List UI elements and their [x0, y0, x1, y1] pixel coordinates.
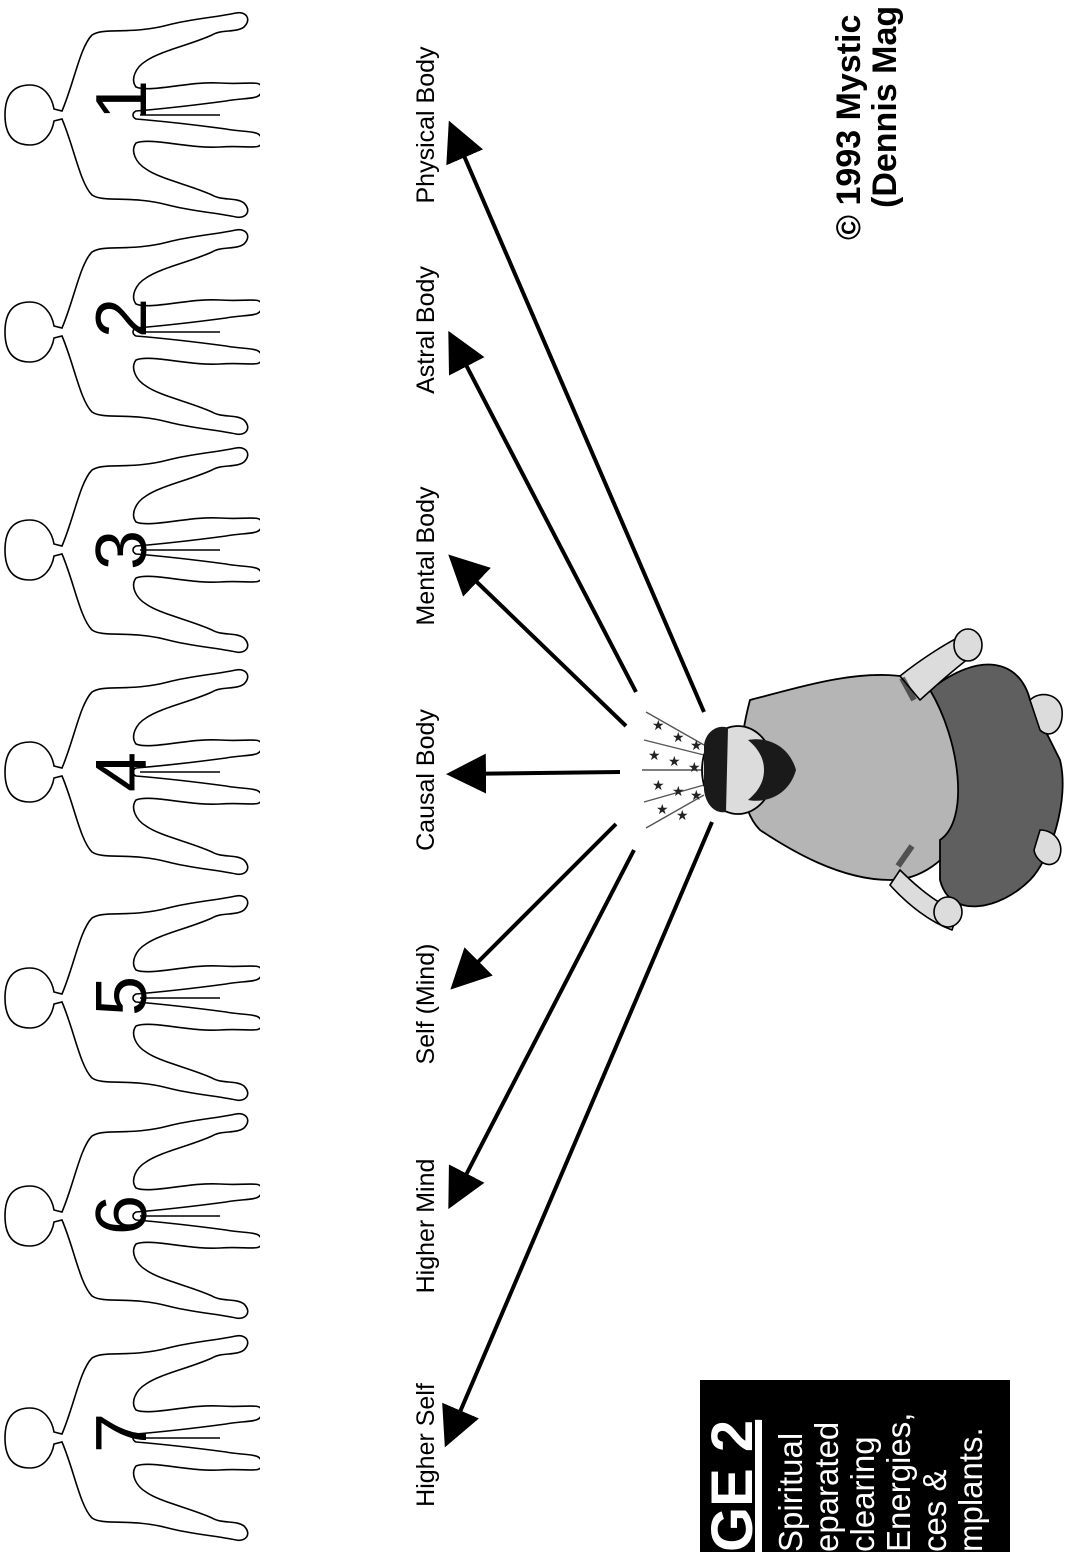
arrow-to-self-mind — [456, 824, 616, 984]
svg-text:★: ★ — [648, 748, 661, 764]
stage-desc-line-5: ces & — [916, 1469, 953, 1552]
body-number-1: 1 — [82, 80, 162, 120]
foot-left — [1034, 830, 1061, 865]
stage-title: GE 2 — [700, 1420, 765, 1552]
copyright-line-1: © 1993 Mystic — [830, 15, 868, 240]
body-number-3: 3 — [82, 530, 162, 570]
arrow-to-higher-mind — [452, 850, 634, 1202]
svg-text:★: ★ — [690, 788, 703, 804]
body-number-4: 4 — [82, 752, 162, 792]
left-hand — [954, 629, 982, 661]
stage-desc-line-6: mplants. — [952, 1427, 989, 1552]
svg-text:★: ★ — [688, 760, 701, 776]
body-label-7: Higher Self — [412, 1383, 440, 1507]
svg-text:★: ★ — [652, 778, 665, 794]
copyright-line-2: (Dennis Mag — [866, 6, 904, 208]
svg-text:★: ★ — [652, 718, 665, 734]
meditating-man-illustration — [702, 629, 1063, 930]
svg-text:★: ★ — [672, 784, 685, 800]
body-label-4: Causal Body — [412, 709, 440, 851]
stage-info-box: GE 2 Spiritual eparated clearing Energie… — [700, 1380, 1010, 1552]
arrow-to-mental-body — [454, 560, 626, 726]
svg-text:★: ★ — [672, 730, 685, 746]
arrow-to-causal-body — [454, 772, 620, 774]
body-label-5: Self (Mind) — [412, 944, 440, 1065]
svg-text:★: ★ — [656, 802, 669, 818]
copyright-notice: © 1993 Mystic (Dennis Mag — [830, 6, 904, 240]
body-number-7: 7 — [82, 1413, 162, 1453]
stage-desc-line-3: clearing — [844, 1436, 881, 1552]
body-label-1: Physical Body — [412, 46, 440, 204]
arrow-to-astral-body — [452, 338, 636, 692]
star-sparkles: ★★★ ★★★ ★★★ ★★ — [648, 718, 703, 824]
stage-desc-line-1: Spiritual — [772, 1433, 809, 1552]
body-label-2: Astral Body — [412, 266, 440, 394]
hair — [704, 727, 728, 813]
right-hand — [934, 897, 962, 927]
body-number-6: 6 — [82, 1195, 162, 1235]
svg-text:★: ★ — [676, 808, 689, 824]
arrow-to-physical-body — [452, 128, 704, 712]
body-number-2: 2 — [82, 298, 162, 338]
body-label-6: Higher Mind — [412, 1159, 440, 1294]
stage-desc-line-4: Energies, — [880, 1413, 917, 1552]
svg-text:★: ★ — [668, 754, 681, 770]
stage-desc-line-2: eparated — [808, 1422, 845, 1552]
body-label-3: Mental Body — [412, 486, 440, 625]
body-number-5: 5 — [82, 976, 162, 1016]
svg-text:★: ★ — [690, 738, 703, 754]
